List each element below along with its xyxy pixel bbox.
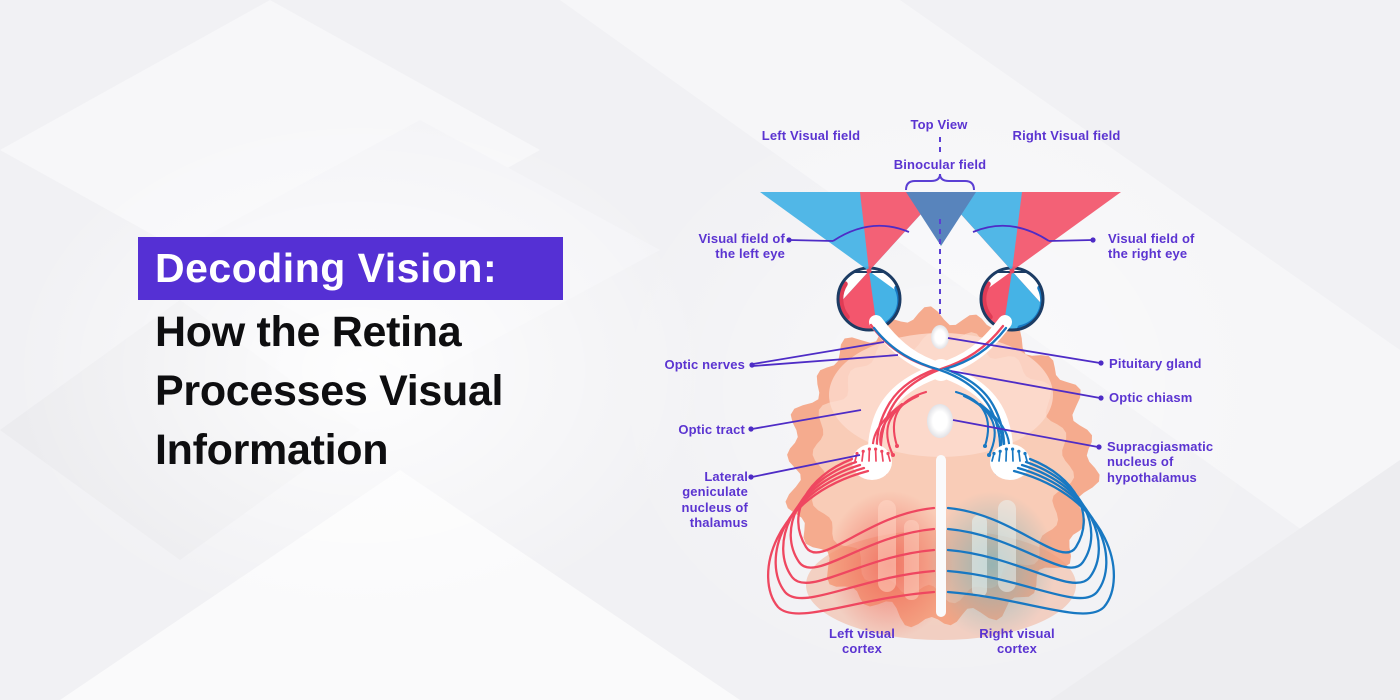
lgn-tick-dot (992, 451, 996, 456)
pointer-optic-nerve-1 (752, 341, 885, 365)
lgn-tick (861, 450, 865, 462)
pointer-dots (748, 237, 1104, 480)
scn-arc-tip (891, 453, 895, 457)
label-pituitary-gland: Pituitary gland (1109, 356, 1202, 371)
midline-markers (905, 137, 975, 316)
lgn-tick-dot (855, 451, 859, 456)
label-left-visual-field: Left Visual field (761, 128, 861, 143)
arc-vf-right (972, 224, 1050, 242)
right-occipital-tint (928, 491, 1056, 639)
lgn-tick-dot (1004, 447, 1009, 451)
lgn-tick-dot (874, 447, 878, 451)
right-eye-red-image (982, 271, 1042, 329)
label-suprachiasmatic: Supracgiasmatic nucleus of hypothalamus (1107, 439, 1214, 485)
label-right-visual-cortex: Right visual cortex (979, 626, 1055, 657)
headline-highlight-bar: Decoding Vision: (138, 237, 563, 300)
scn-arc-tip (983, 444, 987, 448)
pointer-pituitary (947, 337, 1101, 364)
binocular-brace (905, 173, 975, 191)
lgn-tick-dot (1017, 449, 1021, 453)
scn-arc-red (892, 390, 928, 448)
gyrus-highlight (904, 520, 919, 600)
radiation-fibre (789, 460, 936, 569)
label-optic-tract: Optic tract (678, 422, 745, 437)
arc-vf-left (832, 224, 910, 242)
lgn-fibre-ticks (854, 447, 1028, 462)
radiation-fibre (766, 469, 936, 615)
label-optic-nerves: Optic nerves (664, 357, 745, 372)
pituitary-gland-shape (931, 325, 949, 349)
headline: Decoding Vision: (138, 237, 563, 300)
radiation-fibre (946, 466, 1108, 600)
headline-subtitle: How the Retina Processes Visual Informat… (155, 303, 504, 480)
pointer-scn (952, 419, 1099, 448)
pointer-optic-tract (751, 409, 862, 430)
lgn-tick-dot (998, 449, 1002, 453)
lgn-tick (1017, 450, 1021, 462)
pointer-optic-nerve-2 (752, 354, 899, 367)
label-visual-field-left-eye: Visual field of the left eye (698, 231, 785, 262)
radiation-fibre (782, 463, 936, 584)
lgn-tick (998, 450, 1002, 462)
radiation-fibre (774, 466, 936, 600)
label-pointers (748, 224, 1104, 480)
lgn-tick-dot (867, 447, 872, 451)
radiation-fibre (797, 457, 936, 554)
scn-arc-blue (954, 390, 990, 448)
headline-line: How the Retina (155, 308, 462, 356)
left-eye-red-crescent (839, 281, 850, 320)
pointer-lgn (751, 454, 861, 478)
radiation-fibre (946, 463, 1100, 584)
pointer-vf-left (788, 239, 834, 242)
headline-highlight-text: Decoding Vision: (155, 245, 498, 291)
lgn-tick-dot (1011, 447, 1015, 451)
left-eye-red-image (839, 271, 880, 329)
left-eye-focal-point (866, 268, 872, 274)
radiation-fibre (946, 469, 1116, 615)
right-optic-radiation (946, 457, 1116, 615)
pointer-vf-right (1048, 239, 1094, 242)
label-top-view: Top View (910, 117, 968, 132)
brain-frontal-highlight (829, 333, 1053, 457)
headline-line: Information (155, 426, 389, 474)
left-eye-band (869, 315, 1013, 465)
label-visual-field-right-eye: Visual field of the right eye (1108, 231, 1195, 262)
scn-arc-tip (895, 444, 899, 448)
lgn-tick-dot (880, 449, 884, 453)
left-eye-blue-image (839, 271, 899, 329)
headline-line: Processes Visual (155, 367, 504, 415)
lgn-tick-dot (1023, 451, 1027, 456)
radiation-fibre (946, 457, 1085, 554)
label-binocular-field: Binocular field (893, 157, 987, 172)
scn-arc-tip (987, 453, 991, 457)
right-eye-focal-point (1009, 268, 1015, 274)
radiation-fibre (946, 460, 1093, 569)
lgn-tick-dot (861, 449, 865, 453)
lgn-tick (880, 450, 884, 462)
suprachiasmatic-nucleus-shape (927, 404, 953, 438)
left-optic-radiation (766, 457, 936, 615)
label-lateral-geniculate: Lateral geniculate nucleus of thalamus (681, 469, 748, 530)
blue-fibre-left-eye (872, 326, 1002, 455)
lgn-tick-dot (886, 451, 890, 456)
label-left-visual-cortex: Left visual cortex (829, 626, 895, 657)
right-eye-red-crescent (982, 281, 993, 320)
pointer-chiasm (950, 370, 1101, 399)
label-right-visual-field: Right Visual field (1012, 128, 1121, 143)
label-optic-chiasm: Optic chiasm (1109, 390, 1193, 405)
